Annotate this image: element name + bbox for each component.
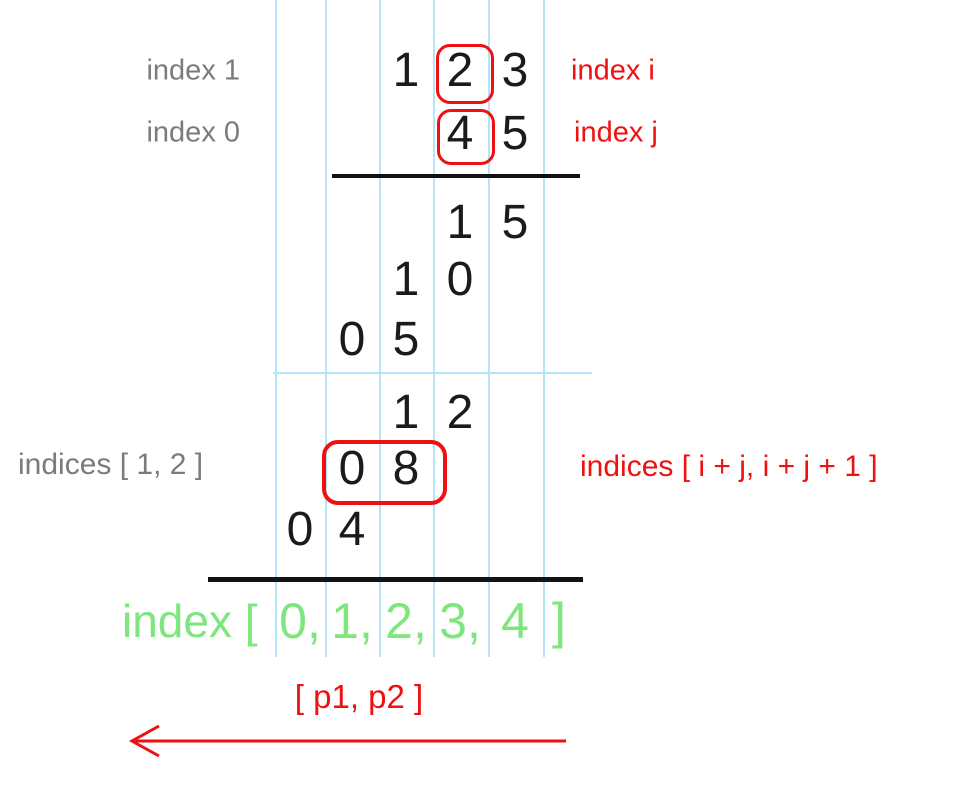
label-index-0: index 0 <box>146 116 240 149</box>
section-break-line <box>273 372 592 374</box>
digit-multiplicand-123-col4: 3 <box>501 44 529 97</box>
column-guide-line <box>543 0 545 657</box>
digit-multiplier-45-col3: 4 <box>446 107 474 160</box>
index-row-cell-0: 0, <box>279 593 321 649</box>
digit-partial-10-col2: 1 <box>392 253 420 306</box>
column-guide-line <box>325 0 327 657</box>
label-index-j: index j <box>574 116 658 149</box>
left-arrow-icon <box>128 724 566 758</box>
column-guide-line <box>275 0 277 657</box>
index-row-cell-4: 4 <box>501 593 529 649</box>
highlight-box-digits-08 <box>322 440 447 505</box>
column-guide-line <box>433 0 435 657</box>
digit-partial-04-col0: 0 <box>286 503 314 556</box>
digit-partial-05-col2: 5 <box>392 313 420 366</box>
index-row-cell-1: 1, <box>331 593 373 649</box>
label-index-1: index 1 <box>146 54 240 87</box>
digit-partial-12-col3: 2 <box>446 386 474 439</box>
digit-multiplier-45-col4: 5 <box>501 107 529 160</box>
digit-partial-12-col2: 1 <box>392 386 420 439</box>
label-index-i: index i <box>571 54 655 87</box>
index-row-suffix: ] <box>552 593 566 649</box>
label-indices-1-2: indices [ 1, 2 ] <box>18 447 204 481</box>
digit-multiplicand-123-col3: 2 <box>446 44 474 97</box>
multiplication-rule-line <box>332 174 580 178</box>
column-guide-line <box>379 0 381 657</box>
result-rule-line <box>208 577 583 582</box>
digit-partial-08-col1: 0 <box>338 442 366 495</box>
highlight-box-digit-2 <box>436 44 494 104</box>
digit-partial-15-col3: 1 <box>446 196 474 249</box>
digit-partial-15-col4: 5 <box>501 196 529 249</box>
pointer-pair-label: [ p1, p2 ] <box>294 678 424 715</box>
digit-partial-05-col1: 0 <box>338 313 366 366</box>
column-guide-line <box>488 0 490 657</box>
index-row-cell-3: 3, <box>439 593 481 649</box>
digit-partial-04-col1: 4 <box>338 503 366 556</box>
digit-partial-10-col3: 0 <box>446 253 474 306</box>
digit-partial-08-col2: 8 <box>392 442 420 495</box>
label-indices-i-j: indices [ i + j, i + j + 1 ] <box>580 449 878 483</box>
highlight-box-digit-4 <box>437 109 495 165</box>
index-row-prefix: index [ <box>122 595 258 647</box>
digit-multiplicand-123-col2: 1 <box>392 44 420 97</box>
index-row-cell-2: 2, <box>385 593 427 649</box>
